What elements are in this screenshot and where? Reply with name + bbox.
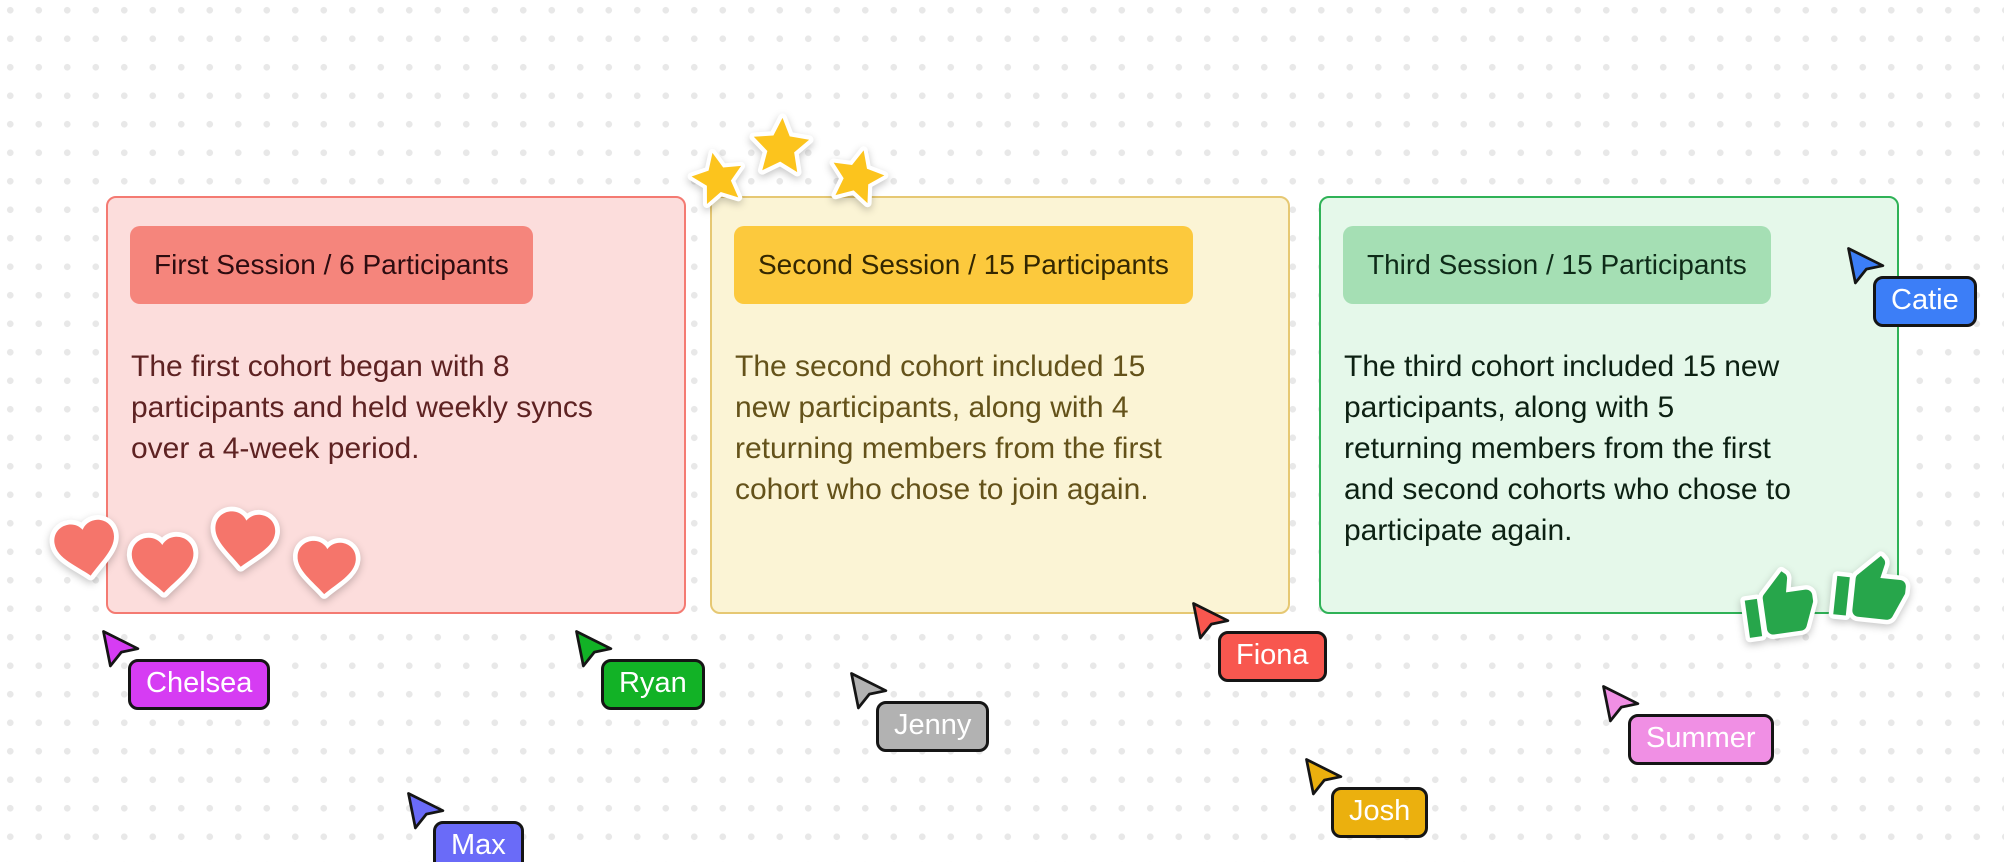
session-badge[interactable]: Second Session / 15 Participants <box>734 226 1193 304</box>
collaborator-name-label: Chelsea <box>128 659 271 710</box>
collaborator-name-label: Summer <box>1628 714 1774 765</box>
collaborator-cursor-max: Max <box>403 788 524 862</box>
collaborator-cursor-fiona: Fiona <box>1188 598 1327 682</box>
collaborator-cursor-ryan: Ryan <box>571 626 705 710</box>
heart-icon[interactable] <box>291 533 361 603</box>
cursor-arrow-icon <box>1847 247 1885 285</box>
collaborator-cursor-jenny: Jenny <box>846 668 990 752</box>
collaborator-name-label: Catie <box>1873 276 1977 327</box>
collaborator-cursor-catie: Catie <box>1843 243 1977 327</box>
cursor-arrow-icon <box>1305 758 1343 796</box>
session-description[interactable]: The first cohort began with 8 participan… <box>131 349 593 465</box>
cursor-arrow-icon <box>1602 685 1640 723</box>
thumbs-up-icon[interactable] <box>1739 565 1821 647</box>
collaborator-name-label: Ryan <box>601 659 705 710</box>
session-description[interactable]: The third cohort included 15 new partici… <box>1344 349 1791 547</box>
cursor-arrow-icon <box>1192 602 1230 640</box>
thumbs-up-icon[interactable] <box>1828 548 1913 632</box>
star-icon[interactable] <box>686 147 750 211</box>
collaborator-name-label: Jenny <box>876 701 990 752</box>
collaborator-cursor-summer: Summer <box>1598 681 1774 765</box>
cursor-arrow-icon <box>850 672 888 710</box>
star-icon[interactable] <box>746 112 816 182</box>
heart-icon[interactable] <box>126 528 200 602</box>
collaborator-cursor-josh: Josh <box>1301 754 1429 838</box>
collaborator-name-label: Josh <box>1331 787 1429 838</box>
session-description[interactable]: The second cohort included 15 new partic… <box>735 349 1162 506</box>
collaborator-name-label: Max <box>433 821 524 862</box>
cursor-arrow-icon <box>102 630 140 668</box>
cursor-arrow-icon <box>575 630 613 668</box>
sticky-note-second-session[interactable]: Second Session / 15 Participants The sec… <box>710 196 1290 614</box>
collaborator-name-label: Fiona <box>1218 631 1327 682</box>
collaborator-cursor-chelsea: Chelsea <box>98 626 271 710</box>
heart-icon[interactable] <box>49 513 122 585</box>
session-badge[interactable]: First Session / 6 Participants <box>130 226 533 304</box>
cursor-arrow-icon <box>407 792 445 830</box>
heart-icon[interactable] <box>208 504 280 576</box>
sticky-note-first-session[interactable]: First Session / 6 Participants The first… <box>106 196 686 614</box>
session-badge[interactable]: Third Session / 15 Participants <box>1343 226 1771 304</box>
sticky-note-third-session[interactable]: Third Session / 15 Participants The thir… <box>1319 196 1899 614</box>
star-icon[interactable] <box>824 144 890 210</box>
